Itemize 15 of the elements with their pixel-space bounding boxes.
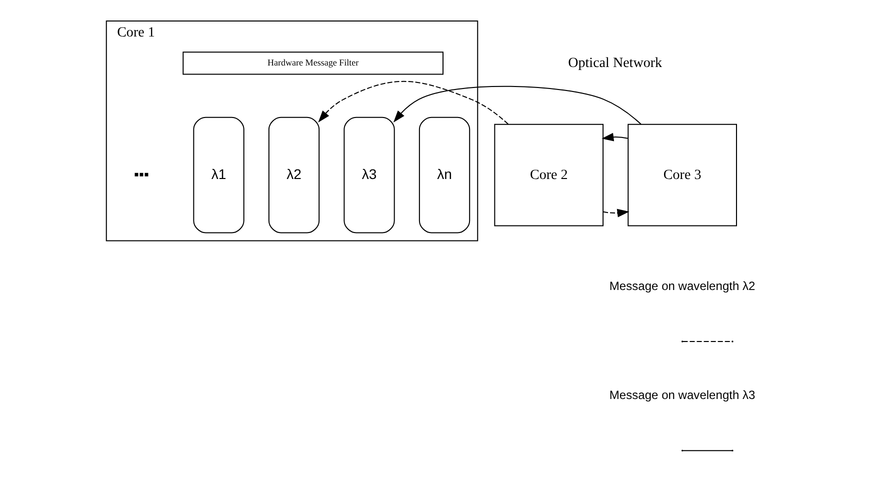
node-box: Core 3 [628,123,737,226]
node-box: λ2 [268,116,320,233]
arrow [393,85,642,124]
arrow [602,208,630,217]
node-box: Core 2 [494,123,604,226]
label: ▪▪▪ [134,165,149,182]
node-box: λ1 [193,116,244,233]
arrow [602,132,628,141]
arrow [318,80,508,124]
node-box: λ3 [344,116,395,233]
node-box: Hardware Message Filter [182,51,444,74]
node-box: λn [418,116,470,233]
legend-label: Message on wavelength λ3 [609,388,756,402]
legend-label: Message on wavelength λ2 [609,278,756,293]
label: Optical Network [568,54,662,70]
